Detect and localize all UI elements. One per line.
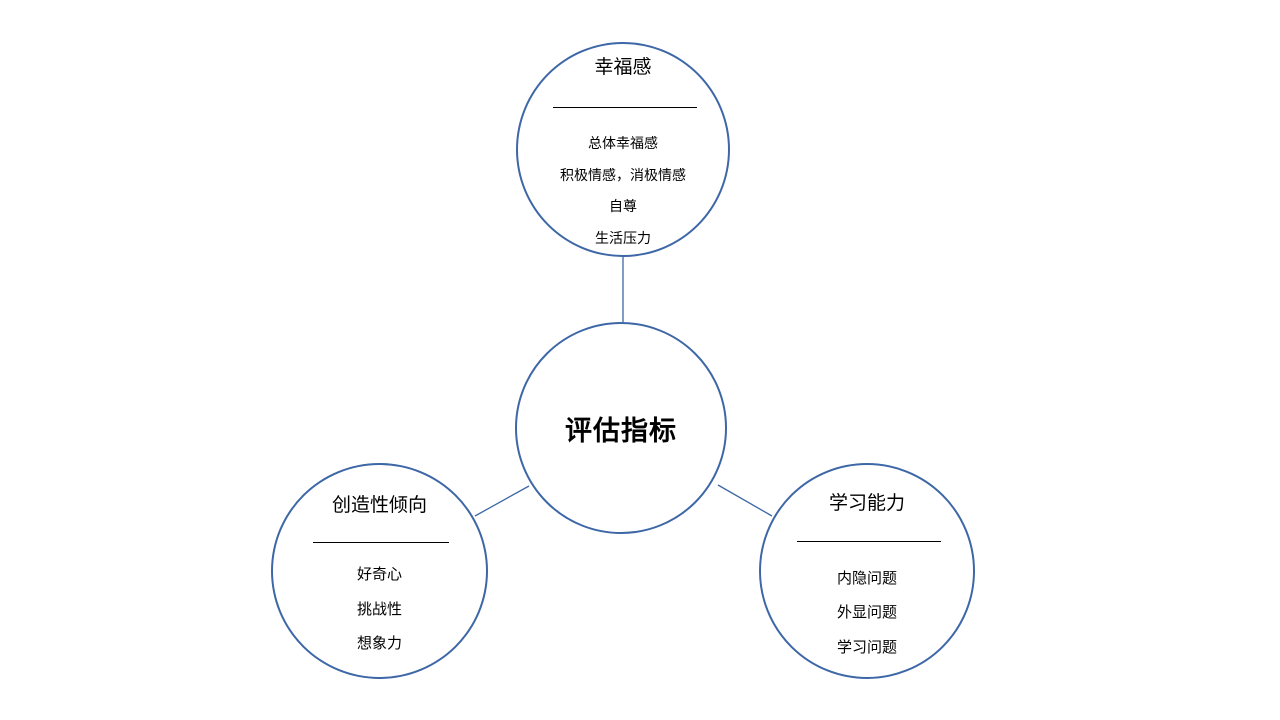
node-wellbeing-divider: [553, 107, 697, 108]
node-wellbeing-title: 幸福感: [594, 56, 652, 78]
node-wellbeing-item: 生活压力: [595, 231, 651, 247]
node-learning-item: 学习问题: [836, 638, 897, 656]
node-creativity-item: 好奇心: [356, 565, 402, 583]
node-creativity-title: 创造性倾向: [331, 494, 427, 516]
node-creativity-item: 挑战性: [356, 600, 402, 618]
node-creativity-divider: [313, 542, 449, 543]
node-learning-item: 外显问题: [836, 603, 897, 621]
connector-left: [474, 485, 530, 517]
node-learning: 学习能力 内隐问题 外显问题 学习问题: [759, 463, 975, 679]
node-learning-item: 内隐问题: [836, 569, 897, 587]
node-center: 评估指标: [515, 322, 727, 534]
node-creativity: 创造性倾向 好奇心 挑战性 想象力: [271, 463, 488, 679]
node-learning-divider: [797, 541, 941, 542]
node-wellbeing-item: 总体幸福感: [588, 136, 658, 152]
center-title: 评估指标: [565, 415, 677, 447]
node-wellbeing: 幸福感 总体幸福感 积极情感，消极情感 自尊 生活压力: [516, 42, 730, 257]
node-learning-title: 学习能力: [828, 492, 905, 514]
node-creativity-item: 想象力: [356, 634, 402, 652]
node-wellbeing-item: 积极情感，消极情感: [560, 168, 686, 184]
connector-right: [717, 484, 773, 517]
node-wellbeing-item: 自尊: [609, 199, 637, 215]
